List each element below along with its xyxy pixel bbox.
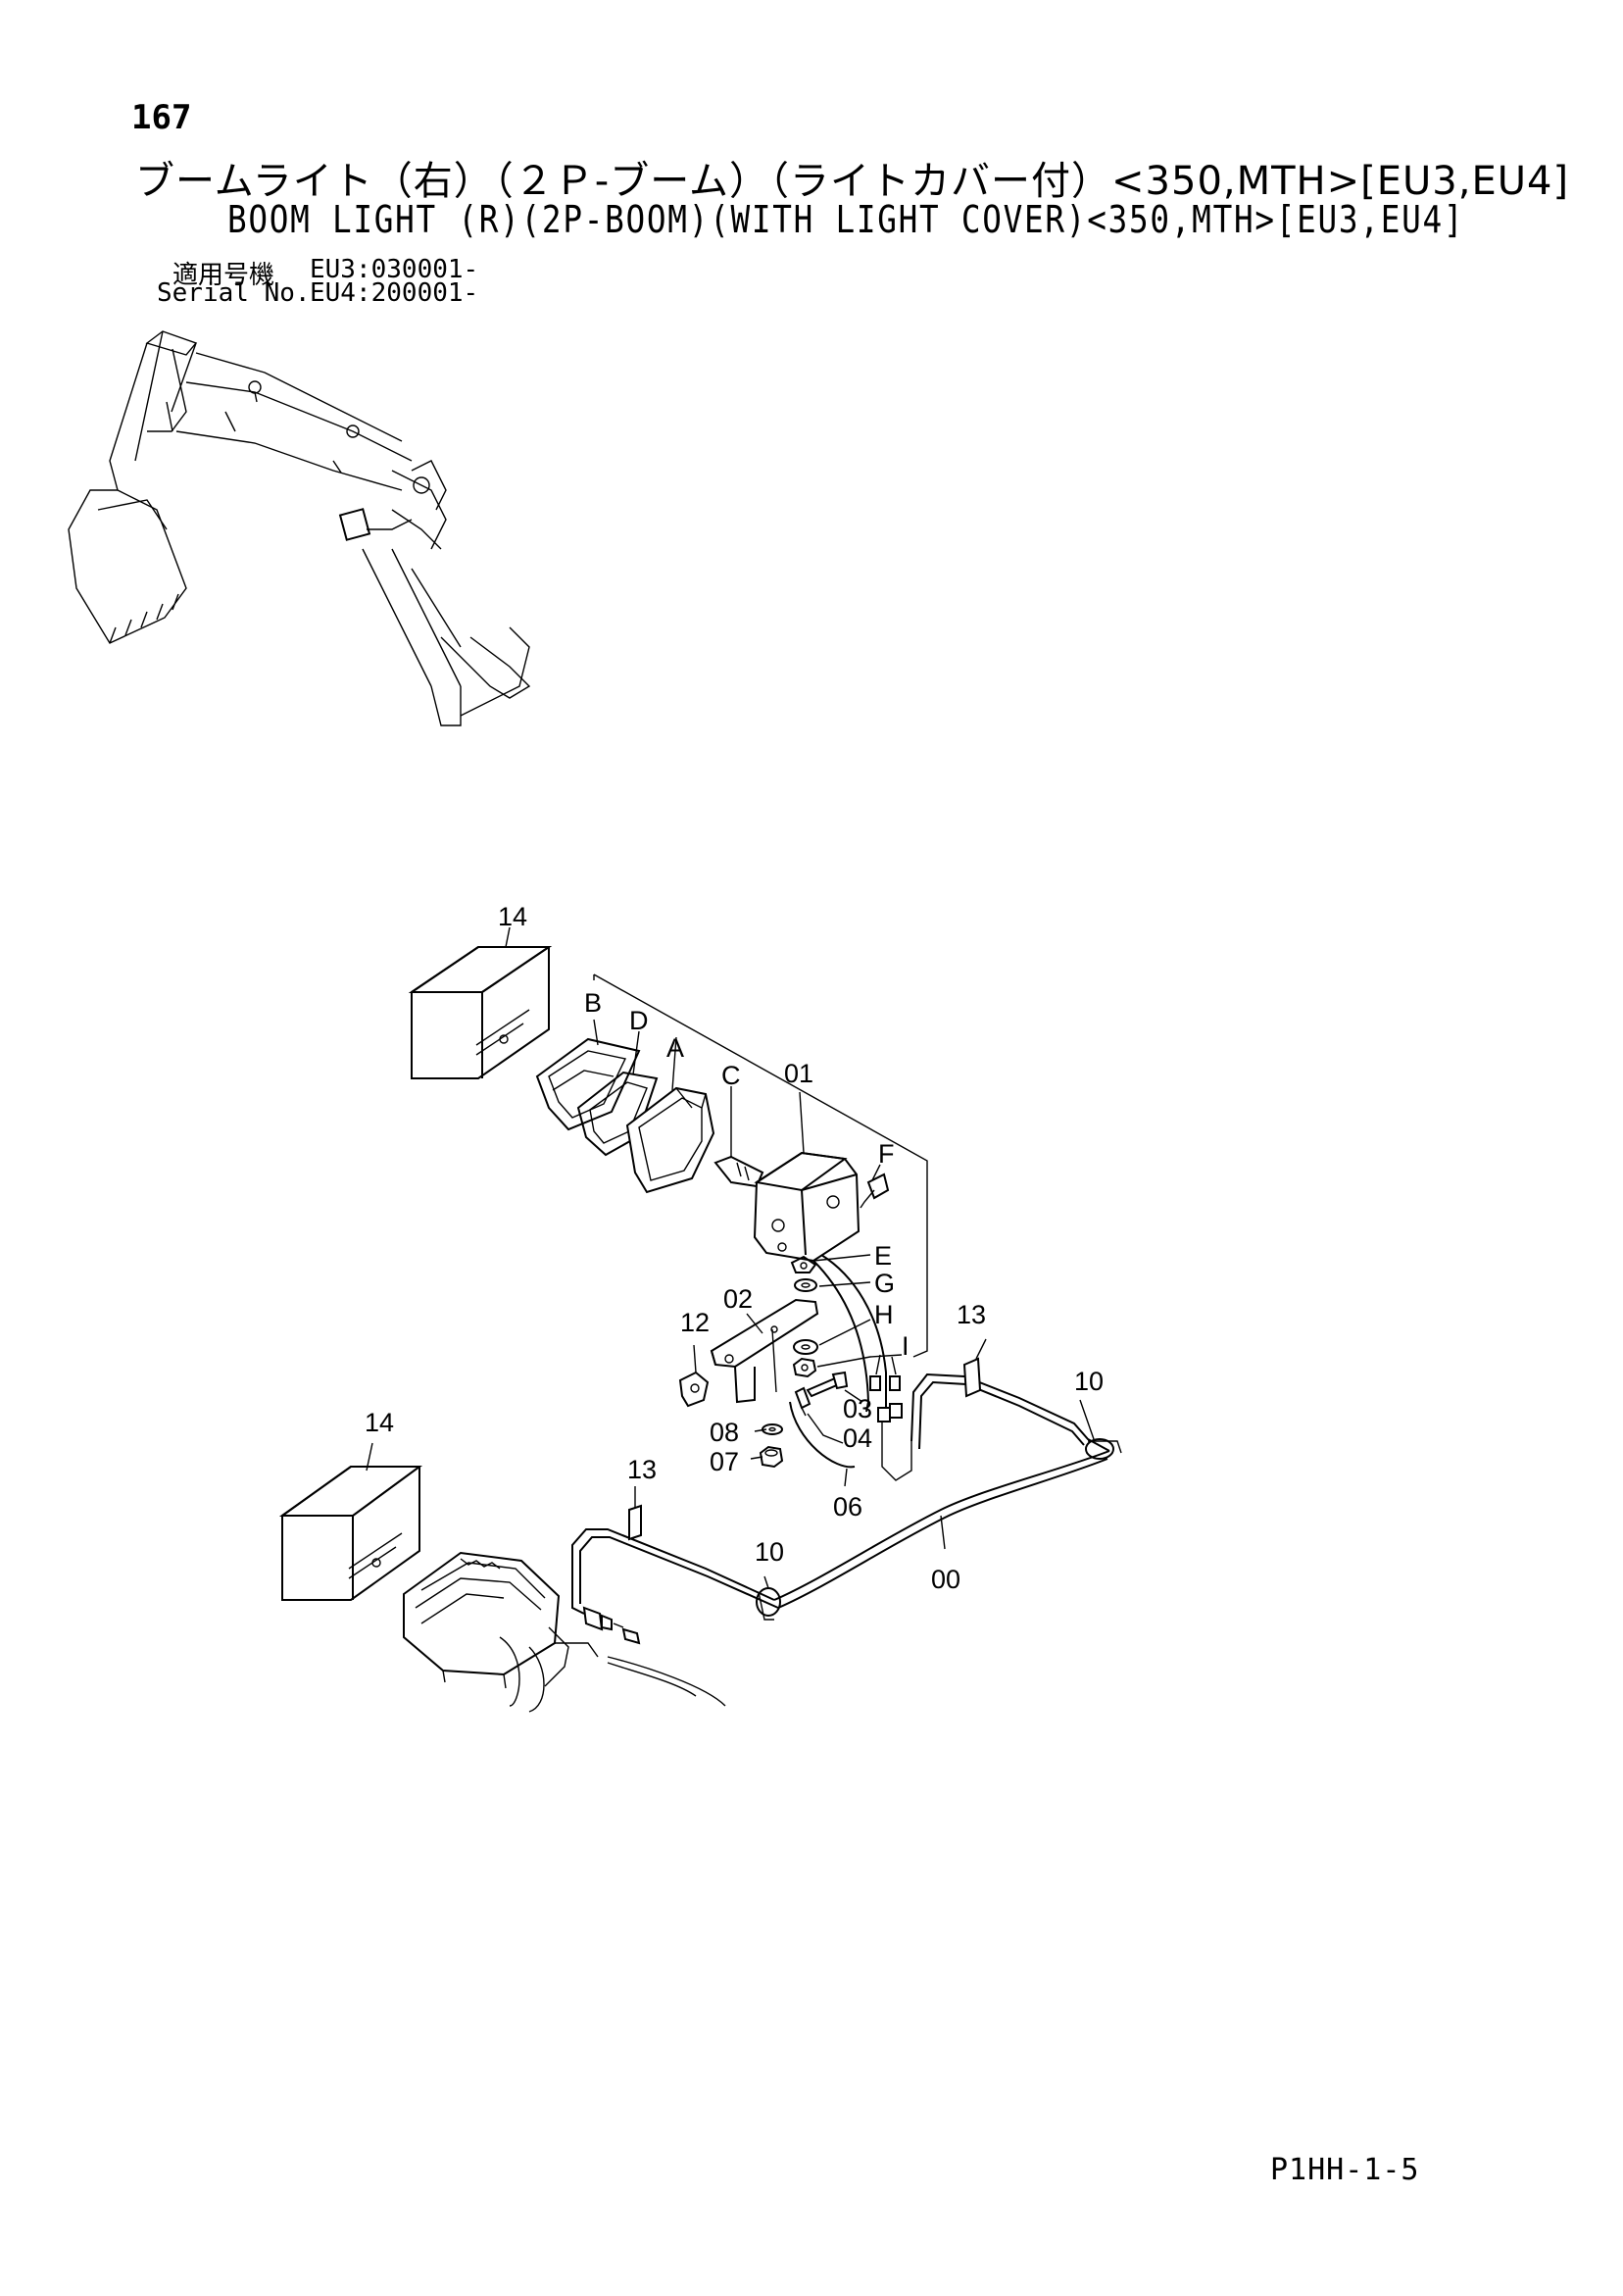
nut-07 — [759, 1445, 784, 1469]
assembly-bracket-line — [593, 973, 928, 1358]
excavator-overview-illustration — [68, 330, 531, 726]
callout-03: 03 — [843, 1394, 872, 1423]
callout-08: 08 — [710, 1418, 739, 1447]
lamp-body-01 — [753, 1151, 861, 1263]
callout-13-right: 13 — [957, 1300, 986, 1329]
callout-00: 00 — [931, 1565, 960, 1594]
serial-eu4: EU4:200001- — [310, 278, 479, 308]
callout-f: F — [878, 1139, 895, 1169]
washer-h — [793, 1339, 818, 1355]
serial-label-english: Serial No. — [157, 278, 311, 308]
nut-12 — [678, 1371, 710, 1408]
callout-b: B — [584, 988, 602, 1018]
callout-i: I — [902, 1331, 910, 1361]
callout-a: A — [666, 1033, 684, 1063]
callout-10-right: 10 — [1074, 1367, 1104, 1396]
callout-10-left: 10 — [755, 1537, 784, 1567]
washer-e — [790, 1255, 817, 1273]
callout-14-upper: 14 — [498, 902, 527, 931]
callout-14-lower: 14 — [365, 1408, 394, 1437]
callout-04: 04 — [843, 1423, 872, 1453]
main-harness-00 — [571, 1373, 1110, 1615]
wire-connectors — [869, 1354, 903, 1423]
callout-12: 12 — [680, 1308, 710, 1337]
clamp-10-right — [1085, 1438, 1122, 1460]
leader-lines — [366, 926, 1095, 1589]
callout-c: C — [721, 1061, 741, 1090]
gasket-b — [535, 1037, 641, 1131]
serial-label-japanese: 適用号機 — [172, 261, 275, 290]
callout-06: 06 — [833, 1492, 862, 1522]
footer-code: P1HH-1-5 — [1270, 2153, 1420, 2187]
lens-a — [625, 1086, 715, 1194]
clamp-13-left — [628, 1504, 642, 1541]
light-cover-lower — [278, 1466, 423, 1601]
callout-h: H — [874, 1300, 894, 1329]
page-number: 167 — [131, 98, 192, 137]
lower-light-assembly — [403, 1551, 726, 1713]
bulb-c — [713, 1155, 764, 1188]
lamp-wire — [820, 1254, 887, 1412]
page-title-japanese: ブームライト（右）（２Ｐ-ブーム）（ライトカバー付）<350,MTH>[EU3,… — [135, 159, 1570, 204]
washer-g — [794, 1278, 817, 1292]
bolt-04 — [794, 1386, 812, 1417]
callout-07: 07 — [710, 1447, 739, 1476]
callout-e: E — [874, 1241, 892, 1271]
bolt-03 — [806, 1371, 849, 1398]
callout-g: G — [874, 1269, 895, 1298]
callout-02: 02 — [723, 1284, 753, 1314]
bracket-02 — [710, 1298, 819, 1404]
callout-01: 01 — [784, 1059, 813, 1088]
harness-connector — [582, 1606, 641, 1645]
wire-06 — [789, 1401, 856, 1469]
serial-eu3: EU3:030001- — [310, 255, 479, 284]
light-cover-upper — [408, 946, 553, 1079]
nut-i — [792, 1357, 817, 1378]
page-title-english: BOOM LIGHT (R)(2P-BOOM)(WITH LIGHT COVER… — [227, 198, 1465, 241]
clamp-13-right — [962, 1357, 982, 1398]
callout-d: D — [629, 1006, 649, 1035]
screw-f — [860, 1173, 890, 1209]
callout-13-left: 13 — [627, 1455, 657, 1484]
